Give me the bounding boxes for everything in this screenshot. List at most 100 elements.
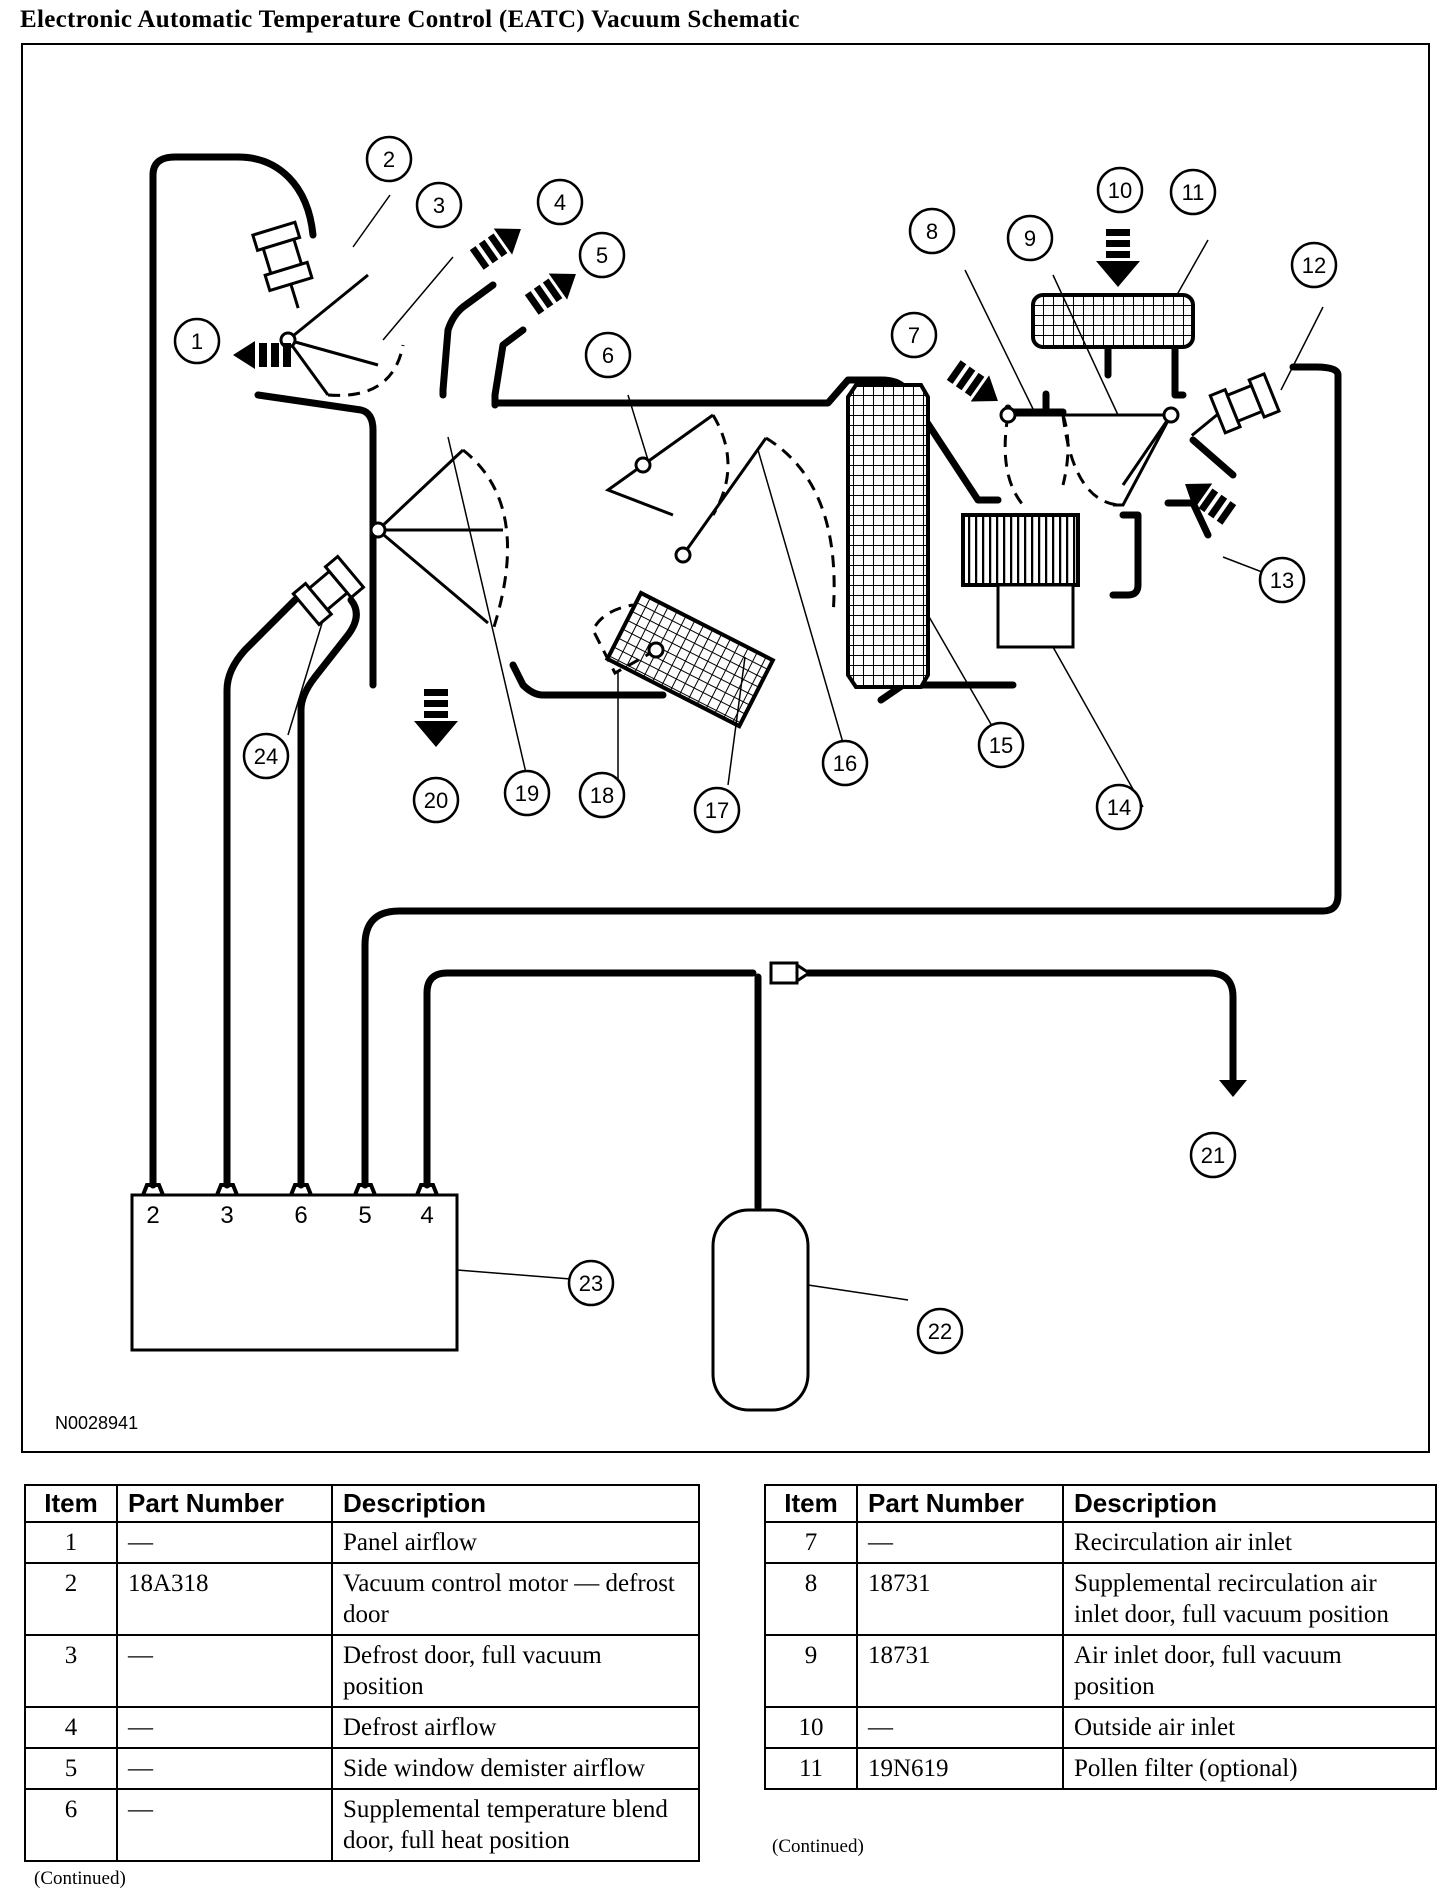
column-header-description: Description <box>331 1484 700 1523</box>
callout-label: 15 <box>989 733 1013 758</box>
callout-label: 22 <box>928 1319 952 1344</box>
hose-port-2 <box>149 153 317 1189</box>
callout-label: 10 <box>1108 178 1132 203</box>
callout-1: 1 <box>173 317 221 365</box>
vacuum-motor-24 <box>291 554 366 627</box>
table-row: 5—Side window demister airflow <box>24 1747 700 1790</box>
table-row: 6—Supplemental temperature blend door, f… <box>24 1788 700 1862</box>
figure-id: N0028941 <box>55 1413 138 1433</box>
callout-label: 18 <box>590 783 614 808</box>
evaporator-core <box>846 383 930 689</box>
cell-part-number: 18731 <box>856 1634 1064 1708</box>
callout-label: 11 <box>1182 180 1205 205</box>
table-row: 10—Outside air inlet <box>764 1706 1437 1749</box>
callout-label: 9 <box>1024 226 1036 251</box>
callout-6: 6 <box>584 331 632 379</box>
door-pivots <box>279 331 1180 659</box>
cell-part-number: — <box>116 1747 333 1790</box>
callout-24: 24 <box>242 732 290 780</box>
cell-part-number: 18A318 <box>116 1562 333 1636</box>
callout-label: 20 <box>424 788 448 813</box>
hose-port-5 <box>361 363 1342 1189</box>
cell-item: 1 <box>24 1521 118 1564</box>
cell-part-number: — <box>116 1634 333 1708</box>
check-valve <box>769 961 799 985</box>
callout-label: 23 <box>579 1271 603 1296</box>
airflow-arrow-5 <box>524 273 576 315</box>
table-row: 3—Defrost door, full vacuum position <box>24 1634 700 1708</box>
callout-12: 12 <box>1290 241 1338 289</box>
leader-lines <box>287 194 1324 1301</box>
cell-description: Pollen filter (optional) <box>1062 1747 1437 1790</box>
airflow-arrows <box>233 228 1237 747</box>
vacuum-motor-12 <box>1190 372 1281 437</box>
cell-part-number: — <box>856 1706 1064 1749</box>
continued-note-left: (Continued) <box>34 1868 126 1889</box>
cell-description: Panel airflow <box>331 1521 700 1564</box>
table-row: 1—Panel airflow <box>24 1521 700 1564</box>
cell-part-number: 19N619 <box>856 1747 1064 1790</box>
table-row: 4—Defrost airflow <box>24 1706 700 1749</box>
callout-10: 10 <box>1096 166 1144 214</box>
cell-item: 9 <box>764 1634 858 1708</box>
cell-description: Supplemental temperature blend door, ful… <box>331 1788 700 1862</box>
airflow-arrow-7 <box>946 360 998 402</box>
port-nubs <box>141 1183 439 1196</box>
hose-port-3 <box>223 596 299 1189</box>
callout-label: 6 <box>602 343 614 368</box>
cell-part-number: — <box>116 1706 333 1749</box>
callout-label: 5 <box>596 243 608 268</box>
callout-9: 9 <box>1006 214 1054 262</box>
cell-description: Defrost airflow <box>331 1706 700 1749</box>
hose-port-6 <box>297 596 360 1189</box>
airflow-arrow-4 <box>469 228 521 270</box>
vacuum-control-module <box>130 1193 459 1352</box>
callout-11: 11 <box>1169 168 1217 216</box>
cell-description: Defrost door, full vacuum position <box>331 1634 700 1708</box>
cell-description: Outside air inlet <box>1062 1706 1437 1749</box>
callout-4: 4 <box>536 178 584 226</box>
callout-label: 7 <box>908 323 920 348</box>
cell-description: Supplemental recirculation air inlet doo… <box>1062 1562 1437 1636</box>
cell-part-number: 18731 <box>856 1562 1064 1636</box>
airflow-arrow-13 <box>1185 483 1237 525</box>
cell-description: Recirculation air inlet <box>1062 1521 1437 1564</box>
callout-8: 8 <box>908 207 956 255</box>
airflow-arrow-1 <box>233 341 291 369</box>
cell-part-number: — <box>116 1788 333 1862</box>
callout-label: 8 <box>926 219 938 244</box>
cell-description: Vacuum control motor — defrost door <box>331 1562 700 1636</box>
vacuum-motor-2 <box>250 220 314 309</box>
vacuum-hoses <box>149 153 1342 1211</box>
continued-note-right: (Continued) <box>772 1836 864 1857</box>
callout-3: 3 <box>415 181 463 229</box>
callout-label: 16 <box>833 751 857 776</box>
callout-label: 24 <box>254 744 278 769</box>
column-header-part-number: Part Number <box>116 1484 333 1523</box>
blower-motor <box>996 583 1075 649</box>
callout-14: 14 <box>1095 783 1143 831</box>
parts-table-right: Item Part Number Description 7—Recircula… <box>764 1484 1437 1790</box>
callout-19: 19 <box>503 769 551 817</box>
callout-2: 2 <box>365 135 413 183</box>
callout-label: 19 <box>515 781 539 806</box>
cell-item: 7 <box>764 1521 858 1564</box>
column-header-description: Description <box>1062 1484 1437 1523</box>
port-label: 5 <box>358 1202 371 1229</box>
arrow-to-21 <box>1219 1080 1247 1097</box>
table-row: 7—Recirculation air inlet <box>764 1521 1437 1564</box>
callout-22: 22 <box>916 1307 964 1355</box>
table-header-row: Item Part Number Description <box>24 1484 700 1523</box>
callout-16: 16 <box>821 739 869 787</box>
column-header-item: Item <box>24 1484 118 1523</box>
port-labels: 2 3 6 5 4 <box>146 1202 433 1229</box>
cell-description: Air inlet door, full vacuum position <box>1062 1634 1437 1708</box>
callout-label: 1 <box>191 329 203 354</box>
cell-part-number: — <box>116 1521 333 1564</box>
cell-item: 5 <box>24 1747 118 1790</box>
callout-20: 20 <box>412 776 460 824</box>
page-title: Electronic Automatic Temperature Control… <box>20 6 800 33</box>
